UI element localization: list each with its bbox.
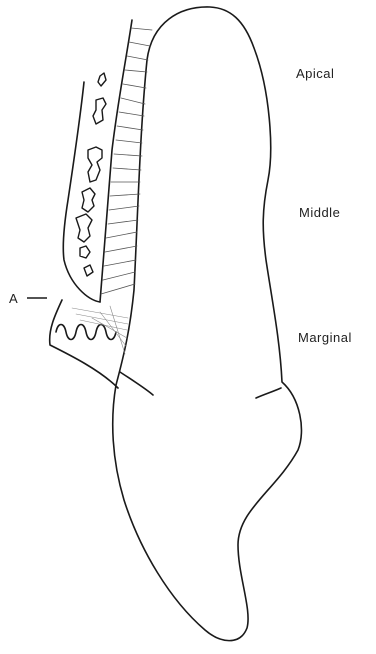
marrow-space	[84, 265, 93, 276]
gingival-fibers	[72, 306, 128, 354]
label-marginal: Marginal	[298, 330, 352, 345]
label-a: A	[9, 291, 18, 306]
label-apical: Apical	[296, 66, 334, 81]
cej-mark-right	[256, 388, 281, 398]
tooth-outline	[113, 7, 302, 641]
marrow-space	[93, 98, 106, 124]
label-middle: Middle	[299, 205, 340, 220]
marrow-space	[98, 73, 106, 86]
marrow-space	[88, 147, 102, 182]
marrow-space	[80, 246, 90, 258]
ligament-outer-line	[100, 20, 132, 302]
marrow-space	[76, 214, 92, 242]
periodontal-fibers	[101, 28, 152, 294]
cej-mark-left	[120, 372, 153, 395]
gingiva-outline	[50, 300, 118, 388]
marrow-space	[82, 188, 95, 212]
bone-marrow-spaces	[76, 73, 106, 276]
